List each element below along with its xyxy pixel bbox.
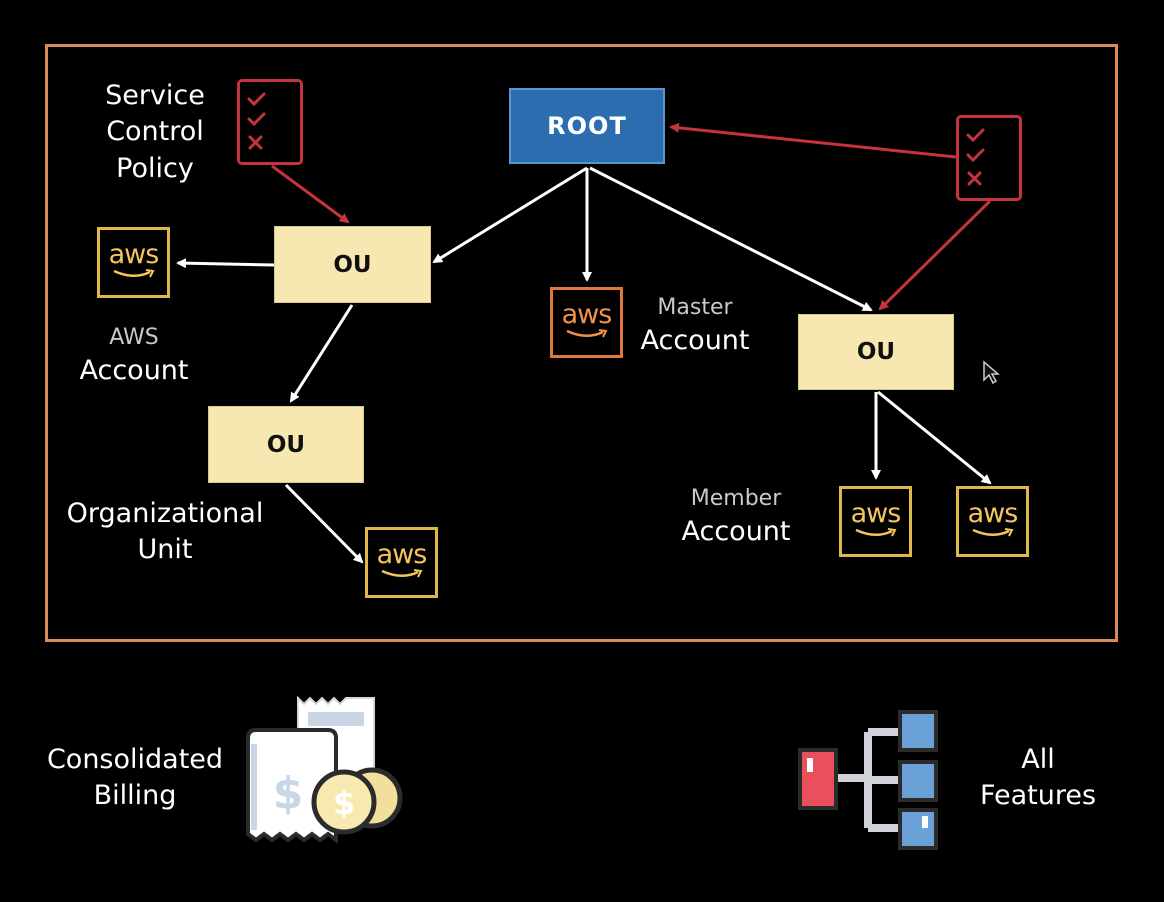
arrow-ou-to-child-ou [289,304,354,403]
arrow-ou-to-member-2 [877,390,992,485]
arrow-policy-to-root [669,122,957,159]
arrow-root-to-ou-left [432,166,588,264]
organization-frame [45,44,1118,642]
member-account-logo-1: aws [839,486,912,557]
child-ou-account-logo: aws [365,527,438,598]
mouse-pointer-icon [983,360,1000,385]
root-node: ROOT [509,88,665,164]
all-features-label: All Features [979,744,1097,812]
aws-smile-icon [380,568,423,577]
receipt-coins-icon: $ $ [246,695,403,844]
arrow-root-to-ou-right [589,166,873,312]
ou-node-child: OU [208,406,364,483]
organizational-unit-label: Organizational Unit [66,498,264,566]
member-account-label: Member Account [681,486,791,547]
checklist-icon [237,79,303,165]
arrow-policy-to-ou-right [878,199,992,311]
checklist-icon [956,115,1022,201]
svg-text:$: $ [273,768,304,819]
arrow-child-ou-to-aws [284,483,364,564]
master-account-label: Master Account [640,295,750,356]
svg-text:$: $ [333,784,355,822]
master-account-logo: aws [550,287,623,358]
consolidated-billing-label: Consolidated Billing [46,744,224,812]
arrow-ou-to-aws-account [176,258,275,269]
service-control-policy-label: Service Control Policy [105,80,205,184]
member-account-logo-2: aws [956,486,1029,557]
aws-account-label: AWS Account [79,325,189,386]
ou-node-right: OU [798,314,954,390]
aws-smile-icon [565,328,608,337]
tree-hierarchy-icon [798,710,938,850]
aws-smile-icon [971,527,1014,536]
aws-smile-icon [854,527,897,536]
aws-account-logo: aws [97,227,170,298]
arrow-policy-to-ou-left [271,164,350,224]
aws-smile-icon [112,268,155,277]
ou-node-left: OU [274,226,431,303]
